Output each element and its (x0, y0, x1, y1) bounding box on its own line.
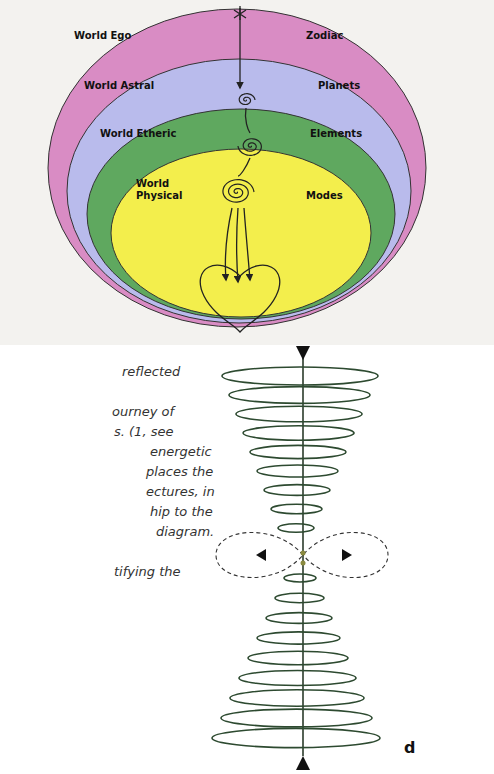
text-fragment: hip to the (150, 504, 213, 520)
coil (221, 709, 372, 727)
band-label: Planets (318, 80, 360, 92)
text-fragment: s. (1, see (114, 424, 173, 440)
spiral (223, 180, 254, 203)
band-label: World Etheric (100, 128, 176, 140)
band-label: Zodiac (306, 30, 343, 42)
coil (243, 426, 354, 440)
band-label: World Ego (74, 30, 131, 42)
seed-heart (200, 265, 280, 332)
ellipse-fill (67, 59, 411, 323)
coil (271, 504, 322, 514)
coil (239, 671, 356, 686)
coil (266, 613, 332, 624)
band-label: World Physical (136, 178, 194, 201)
spiral (239, 94, 255, 105)
coil (284, 574, 316, 582)
coil (229, 387, 370, 404)
world-etheric-band: World PhysicalModes World Etheric Elements (86, 108, 396, 320)
ellipse-fill (87, 109, 395, 319)
coil (278, 524, 314, 532)
text-fragment: reflected (122, 364, 180, 380)
world-ego-band: World PhysicalModes World Etheric Elements… (47, 8, 427, 328)
band-label: Modes (306, 190, 343, 202)
text-fragment: ectures, in (146, 484, 215, 500)
text-fragment: ourney of (112, 404, 174, 420)
spiral-coils (223, 94, 261, 202)
coil (230, 690, 364, 706)
band-label: World Astral (84, 80, 154, 92)
coil (236, 406, 362, 422)
coil-figure (212, 346, 388, 770)
text-fragment: places the (146, 464, 213, 480)
coil (257, 632, 340, 644)
spiral (238, 139, 261, 156)
coil (222, 367, 378, 385)
coil (257, 465, 338, 477)
figure-letter: d (404, 738, 415, 757)
ellipse-fill (111, 149, 371, 317)
text-fragment: diagram. (156, 524, 214, 540)
descent-line (225, 6, 250, 282)
coil (264, 485, 330, 496)
coil (250, 445, 346, 458)
text-fragment: tifying the (114, 564, 181, 580)
ellipse-fill (48, 9, 426, 327)
band-label: Elements (310, 128, 362, 140)
coil (275, 593, 324, 602)
coil (212, 728, 380, 747)
coil (248, 651, 348, 665)
text-fragment: energetic (150, 444, 212, 460)
